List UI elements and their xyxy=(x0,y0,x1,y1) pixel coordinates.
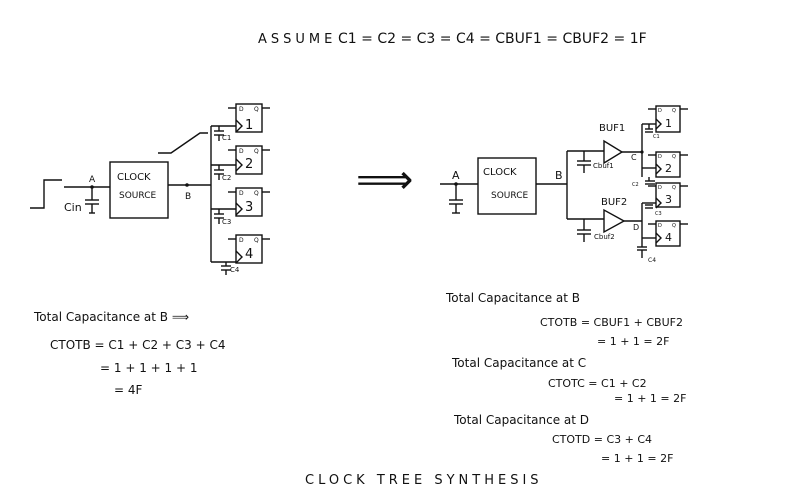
left-flop-3-num: 3 xyxy=(245,200,253,215)
left-clock-source xyxy=(109,161,169,219)
right-calc-c-line2: = 1 + 1 = 2F xyxy=(614,392,686,405)
right-flop-3-d: D xyxy=(658,185,662,191)
left-flop-2-cap: C2 xyxy=(222,174,231,182)
right-circuit: A CLOCK SOURCE B Cbuf1 BUF1 C xyxy=(440,105,688,264)
left-source-line2: SOURCE xyxy=(119,191,156,201)
cbuf1-label: Cbuf1 xyxy=(593,162,614,170)
left-flop-1-q: Q xyxy=(254,106,259,113)
right-flop-3 xyxy=(642,182,688,209)
right-flop-2-cap: C2 xyxy=(632,182,639,188)
right-flop-4-d: D xyxy=(658,223,662,229)
left-flop-1 xyxy=(211,103,270,141)
cin-capacitor xyxy=(85,187,99,214)
right-flop-3-num: 3 xyxy=(665,193,672,206)
left-source-line1: CLOCK xyxy=(117,172,151,183)
left-node-b: B xyxy=(185,192,191,202)
right-calc-d-line2: = 1 + 1 = 2F xyxy=(601,452,673,465)
left-flop-3 xyxy=(211,187,270,224)
cbuf2-capacitor xyxy=(577,219,591,242)
left-flop-3-cap: C3 xyxy=(222,218,231,226)
right-flop-2 xyxy=(642,151,688,185)
right-flop-4-num: 4 xyxy=(665,231,672,244)
buf2-label: BUF2 xyxy=(601,197,627,208)
right-clock-source xyxy=(477,157,537,215)
left-flop-3-q: Q xyxy=(254,190,259,197)
right-node-d: D xyxy=(633,223,639,232)
right-flop-2-num: 2 xyxy=(665,162,672,175)
right-calc-d-line1: CTOTD = C3 + C4 xyxy=(552,433,652,446)
transform-arrow: ⟹ xyxy=(356,157,413,203)
right-flop-1 xyxy=(642,105,688,133)
left-calc-line2: = 1 + 1 + 1 + 1 xyxy=(100,361,197,375)
right-node-a: A xyxy=(452,169,460,182)
input-waveform xyxy=(30,179,62,209)
cbuf1-capacitor xyxy=(577,151,591,173)
left-calc-title: Total Capacitance at B ⟹ xyxy=(33,310,189,324)
left-calculation: Total Capacitance at B ⟹ CTOTB = C1 + C2… xyxy=(33,310,226,397)
right-flop-4 xyxy=(637,220,688,258)
right-flop-2-d: D xyxy=(658,154,662,160)
left-flop-2-q: Q xyxy=(254,148,259,155)
right-calc-c-title: Total Capacitance at C xyxy=(451,356,586,370)
left-flop-2-d: D xyxy=(239,148,244,155)
left-flop-1-cap: C1 xyxy=(222,134,231,142)
left-flop-4-cap: C4 xyxy=(230,266,240,274)
left-circuit: A Cin CLOCK SOURCE B D Q xyxy=(30,103,270,275)
diagram-title: CLOCK TREE SYNTHESIS xyxy=(305,473,543,488)
right-calc-b-line1: CTOTB = CBUF1 + CBUF2 xyxy=(540,316,683,329)
right-flop-4-cap: C4 xyxy=(648,257,656,264)
right-calc-b-line2: = 1 + 1 = 2F xyxy=(597,335,669,348)
buf2-triangle xyxy=(603,208,626,234)
left-flop-4-num: 4 xyxy=(245,247,253,262)
right-source-line1: CLOCK xyxy=(483,167,517,178)
left-flop-4-d: D xyxy=(239,237,244,244)
buf1-label: BUF1 xyxy=(599,123,625,134)
left-calc-line3: = 4F xyxy=(114,383,143,397)
right-node-c: C xyxy=(631,153,637,162)
right-calculation: Total Capacitance at B CTOTB = CBUF1 + C… xyxy=(445,291,686,465)
right-flop-4-q: Q xyxy=(672,223,676,229)
left-calc-line1: CTOTB = C1 + C2 + C3 + C4 xyxy=(50,338,226,352)
right-source-line2: SOURCE xyxy=(491,191,528,201)
buf1-triangle xyxy=(603,139,624,165)
left-flop-4 xyxy=(211,234,270,275)
right-input-capacitor xyxy=(449,184,463,214)
left-flop-2-num: 2 xyxy=(245,157,253,172)
right-calc-d-title: Total Capacitance at D xyxy=(453,413,589,427)
left-node-a: A xyxy=(89,175,96,185)
left-flop-4-q: Q xyxy=(254,237,259,244)
right-flop-3-q: Q xyxy=(672,185,676,191)
right-flop-1-d: D xyxy=(658,108,662,114)
right-flop-2-q: Q xyxy=(672,154,676,160)
right-flop-1-num: 1 xyxy=(665,117,672,130)
left-flop-2 xyxy=(211,145,270,180)
right-flop-1-cap: C1 xyxy=(653,134,660,140)
right-calc-c-line1: CTOTC = C1 + C2 xyxy=(548,377,647,390)
assume-equation: C1 = C2 = C3 = C4 = CBUF1 = CBUF2 = 1F xyxy=(338,31,647,47)
stray-wire xyxy=(158,132,208,154)
right-calc-b-title: Total Capacitance at B xyxy=(445,291,580,305)
right-flop-1-q: Q xyxy=(672,108,676,114)
cin-label: Cin xyxy=(64,201,82,214)
right-node-b: B xyxy=(555,169,563,182)
left-flop-1-num: 1 xyxy=(245,118,253,133)
cbuf2-label: Cbuf2 xyxy=(594,233,615,241)
left-flop-3-d: D xyxy=(239,190,244,197)
assume-label: ASSUME xyxy=(258,32,336,47)
node-b-dot xyxy=(185,183,189,187)
right-flop-3-cap: C3 xyxy=(655,211,662,217)
left-flop-1-d: D xyxy=(239,106,244,113)
